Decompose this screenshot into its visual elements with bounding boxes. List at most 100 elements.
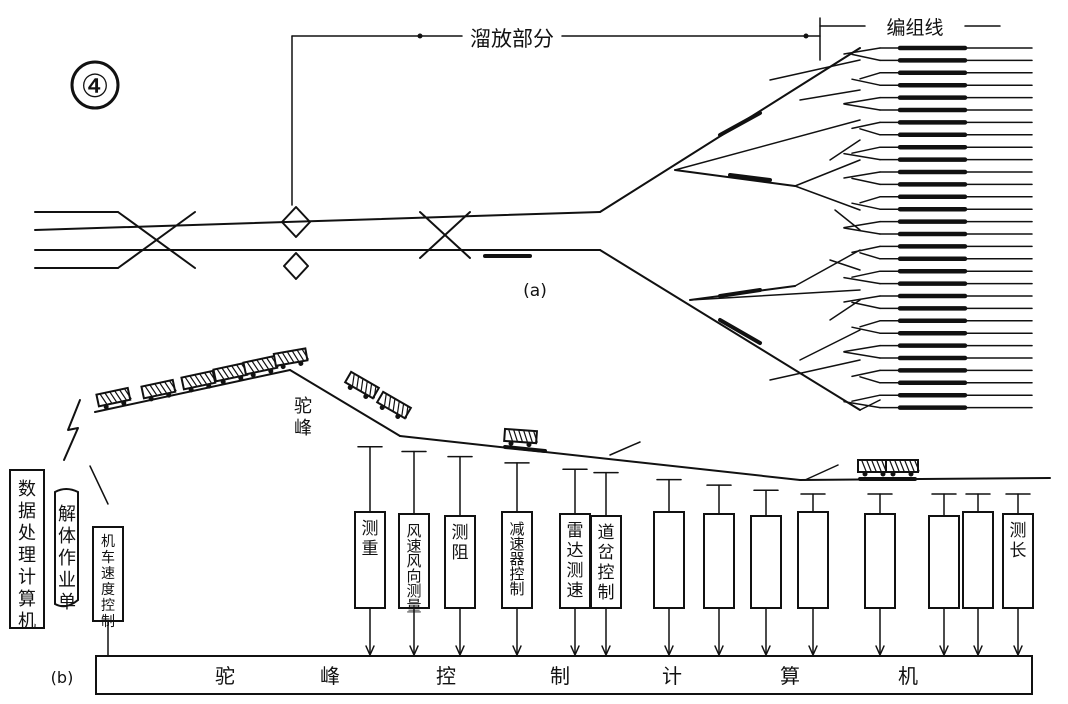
hump-control-computer: 驼峰控制计算机 <box>95 655 1033 695</box>
yard-track <box>859 128 1033 138</box>
yard-track <box>859 318 1033 328</box>
part-b-label: (b) <box>51 668 74 687</box>
freight-wagons <box>95 347 920 477</box>
hump-label-1: 驼 <box>294 396 312 417</box>
computer-char: 控 <box>436 664 456 688</box>
computer-char: 制 <box>550 664 570 688</box>
yard-track <box>843 169 1033 179</box>
device-box: 测长 <box>1002 493 1034 656</box>
data-computer-box: 数据处理计算机 <box>9 469 45 632</box>
yard-track <box>843 351 1033 361</box>
device-box: 测重 <box>354 445 386 656</box>
device-box: 测阻 <box>444 455 476 656</box>
switch-branch <box>674 119 861 171</box>
yard-track <box>851 120 1033 130</box>
device-box: 雷达测速 <box>559 468 591 656</box>
yard-track <box>851 53 1033 63</box>
yard-track <box>843 45 1033 55</box>
yard-track <box>851 301 1033 311</box>
switch-branch <box>794 185 861 211</box>
switch-branch <box>794 159 861 187</box>
device-label: 测长 <box>1010 521 1027 561</box>
device-box: 道岔控制 <box>590 471 622 656</box>
yard-track <box>851 78 1033 88</box>
yard-track <box>851 177 1033 187</box>
switch-branch <box>799 89 861 101</box>
yard-track <box>859 252 1033 262</box>
computer-char: 驼 <box>215 664 235 688</box>
yard-track <box>851 244 1033 254</box>
switch-branch <box>599 47 861 213</box>
yard-track <box>843 152 1033 162</box>
switch-branch <box>794 249 861 287</box>
device-label: 雷达测速 <box>567 521 584 601</box>
switch-branch <box>859 399 881 411</box>
wagon <box>343 370 381 400</box>
yard-track <box>851 326 1033 336</box>
switch-branch <box>834 209 861 231</box>
loco-speed-control-box: 机车速度控制 <box>92 526 124 657</box>
computer-char: 算 <box>780 664 800 688</box>
yard-track <box>843 227 1033 237</box>
wagon <box>885 459 920 477</box>
switch-branch <box>829 139 861 161</box>
switch-branch <box>769 359 861 381</box>
yard-track <box>843 276 1033 286</box>
track-layout <box>34 47 861 411</box>
wagon <box>375 390 413 420</box>
device-label: 道岔控制 <box>598 523 615 603</box>
device-box <box>703 484 735 656</box>
svg-text:机车速度控制: 机车速度控制 <box>101 534 115 630</box>
switch-branch <box>769 59 861 81</box>
yard-track <box>851 268 1033 278</box>
switch-branch <box>829 299 861 321</box>
computer-char: 计 <box>662 664 682 688</box>
yard-track <box>859 194 1033 204</box>
yard-track <box>843 400 1033 410</box>
figure-number: ④ <box>70 60 120 110</box>
device-box: 减速器控制 <box>501 462 533 656</box>
section-dimension-lines: 溜放部分 编组线 <box>291 17 1001 206</box>
yard-track <box>851 392 1033 402</box>
device-box <box>928 493 960 656</box>
yard-track <box>859 70 1033 80</box>
svg-text:解体作业单: 解体作业单 <box>58 504 76 613</box>
device-label: 测重 <box>362 519 379 559</box>
wagon <box>180 369 217 393</box>
device-box: 风速风向测量 <box>398 450 430 656</box>
yard-track <box>843 343 1033 353</box>
yard-track <box>851 144 1033 154</box>
switch-branch <box>799 329 861 361</box>
switch-branch <box>829 259 861 271</box>
part-a-label: (a) <box>523 281 547 301</box>
section-label-hump: 溜放部分 <box>470 27 554 51</box>
wagon <box>95 386 132 410</box>
hump-label-2: 峰 <box>294 418 312 439</box>
device-label: 测阻 <box>452 523 469 563</box>
wagon <box>503 427 539 448</box>
yard-track <box>843 95 1033 105</box>
yard-track <box>843 103 1033 113</box>
section-label-yard: 编组线 <box>886 17 943 39</box>
device-box <box>653 478 685 656</box>
yard-track <box>851 368 1033 378</box>
device-label: 风速风向测量 <box>406 522 421 615</box>
svg-text:数据处理计算机: 数据处理计算机 <box>18 479 36 632</box>
yard-track <box>843 293 1033 303</box>
computer-char: 峰 <box>320 664 340 688</box>
device-box <box>797 493 829 656</box>
yard-track <box>851 202 1033 212</box>
computer-char: 机 <box>898 664 918 688</box>
figure-number-text: ④ <box>81 67 110 105</box>
switch-branch <box>689 289 861 301</box>
device-box <box>962 493 994 656</box>
wagon <box>272 347 309 370</box>
device-label: 减速器控制 <box>509 520 524 598</box>
classification-tracks <box>599 45 1033 411</box>
breakup-list-box: 解体作业单 <box>54 488 79 613</box>
radio-link-icon <box>63 399 81 461</box>
device-box <box>864 493 896 656</box>
device-box <box>750 489 782 656</box>
